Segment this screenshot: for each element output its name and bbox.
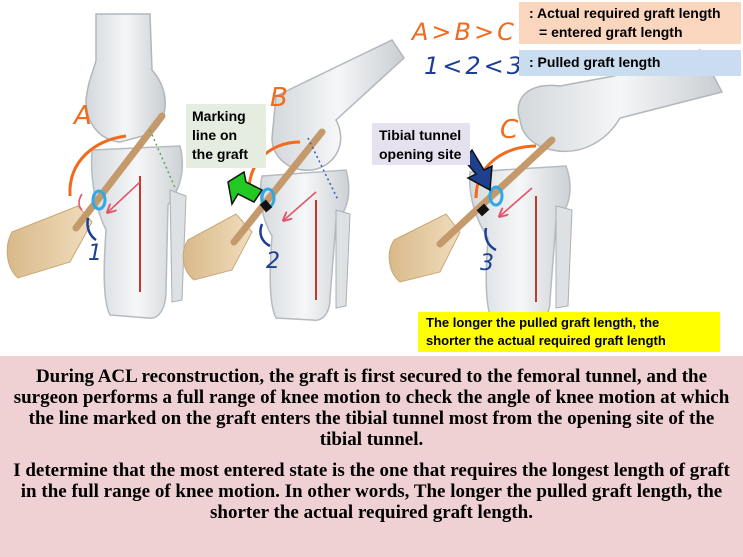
fibula-a	[170, 190, 186, 302]
pink-arrow-a2	[79, 194, 82, 210]
muscle-b	[183, 214, 252, 280]
marking-line2: line on	[192, 126, 262, 145]
knee-label-a: A	[72, 101, 92, 131]
legend-actual-line1: : Actual required graft length	[529, 4, 735, 23]
tibial-line1: Tibial tunnel	[379, 126, 466, 145]
knee-model-a	[7, 14, 186, 318]
tibia-c	[470, 166, 570, 322]
fibula-b	[336, 210, 350, 308]
marking-line-label: Marking line on the graft	[186, 104, 266, 168]
marking-arrow-icon	[228, 172, 262, 204]
tibial-line2: opening site	[379, 145, 466, 164]
muscle-a	[7, 206, 92, 278]
explanation-paragraph-1: During ACL reconstruction, the graft is …	[6, 366, 737, 450]
tibial-tunnel-label: Tibial tunnel opening site	[372, 123, 470, 165]
inequality-top: A>B>C	[410, 18, 517, 46]
legend-actual-length: : Actual required graft length = entered…	[519, 2, 741, 44]
explanation-panel: During ACL reconstruction, the graft is …	[0, 356, 743, 557]
knee-label-b: B	[270, 83, 288, 113]
conclusion-callout: The longer the pulled graft length, the …	[418, 312, 720, 352]
callout-line1: The longer the pulled graft length, the	[426, 314, 716, 332]
number-label-3: 3	[480, 251, 494, 276]
explanation-paragraph-2: I determine that the most entered state …	[6, 460, 737, 523]
legend-actual-line2: = entered graft length	[529, 23, 735, 42]
callout-line2: shorter the actual required graft length	[426, 332, 716, 350]
number-label-1: 1	[88, 241, 102, 266]
muscle-c	[389, 214, 460, 282]
legend-pulled-text: : Pulled graft length	[529, 54, 660, 70]
marking-line3: the graft	[192, 145, 262, 164]
marking-line1: Marking	[192, 107, 262, 126]
inequality-bottom: 1<2<3	[424, 52, 525, 80]
knee-model-b	[183, 40, 404, 320]
knee-label-c: C	[500, 115, 519, 145]
knee-model-c	[389, 50, 722, 322]
number-label-2: 2	[266, 249, 280, 274]
legend-pulled-length: : Pulled graft length	[519, 50, 741, 76]
fibula-c	[556, 206, 572, 308]
